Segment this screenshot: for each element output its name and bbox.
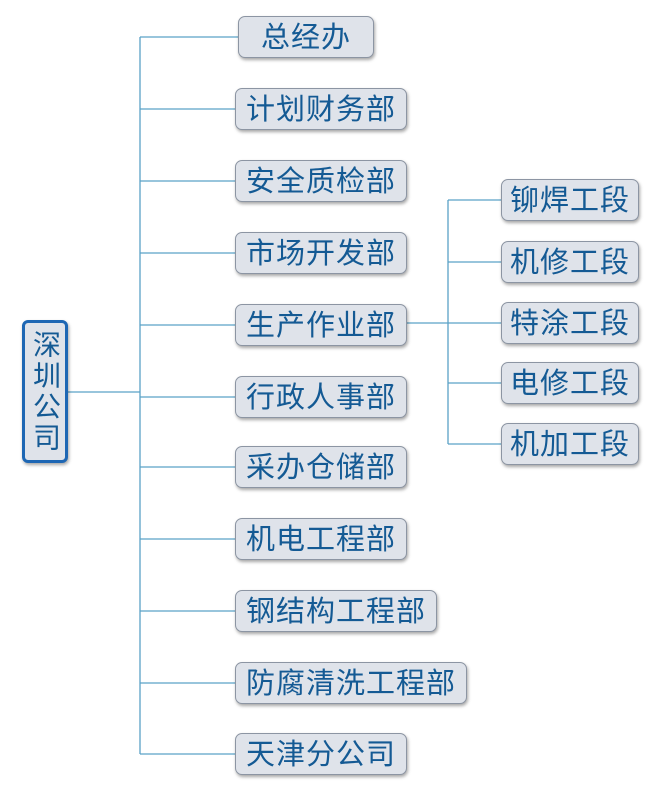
- section-label: 特涂工段: [509, 305, 630, 340]
- section-node-riveting-welding: 铆焊工段: [501, 179, 639, 221]
- root-node-label: 深圳公司: [29, 329, 62, 454]
- section-label: 机加工段: [509, 426, 630, 461]
- department-label: 总经办: [260, 19, 351, 54]
- department-label: 生产作业部: [245, 307, 396, 342]
- department-label: 计划财务部: [245, 91, 396, 126]
- root-node-shenzhen-company: 深圳公司: [22, 320, 68, 463]
- department-label: 机电工程部: [245, 521, 396, 556]
- department-label: 钢结构工程部: [245, 593, 426, 628]
- department-node-steel-structure: 钢结构工程部: [235, 590, 437, 632]
- department-node-electromechanical: 机电工程部: [235, 518, 407, 560]
- section-label: 机修工段: [509, 244, 630, 279]
- section-node-machining: 机加工段: [501, 423, 639, 465]
- department-node-production-operations: 生产作业部: [235, 304, 407, 346]
- department-label: 防腐清洗工程部: [245, 665, 456, 700]
- department-node-safety-quality: 安全质检部: [235, 160, 407, 202]
- department-label: 采办仓储部: [245, 449, 396, 484]
- department-node-tianjin-branch: 天津分公司: [235, 733, 407, 775]
- department-label: 行政人事部: [245, 379, 396, 414]
- department-node-general-office: 总经办: [238, 16, 374, 58]
- section-node-electrical-repair: 电修工段: [501, 362, 639, 404]
- section-label: 电修工段: [509, 365, 630, 400]
- department-label: 安全质检部: [245, 163, 396, 198]
- section-node-special-coating: 特涂工段: [501, 302, 639, 344]
- department-node-market-development: 市场开发部: [235, 232, 407, 274]
- department-label: 市场开发部: [245, 235, 396, 270]
- department-node-anticorrosion-cleaning: 防腐清洗工程部: [235, 662, 467, 704]
- department-node-procurement-warehouse: 采办仓储部: [235, 446, 407, 488]
- section-label: 铆焊工段: [509, 182, 630, 217]
- department-label: 天津分公司: [245, 736, 396, 771]
- department-node-planning-finance: 计划财务部: [235, 88, 407, 130]
- section-node-machine-repair: 机修工段: [501, 241, 639, 283]
- department-node-administration-hr: 行政人事部: [235, 376, 407, 418]
